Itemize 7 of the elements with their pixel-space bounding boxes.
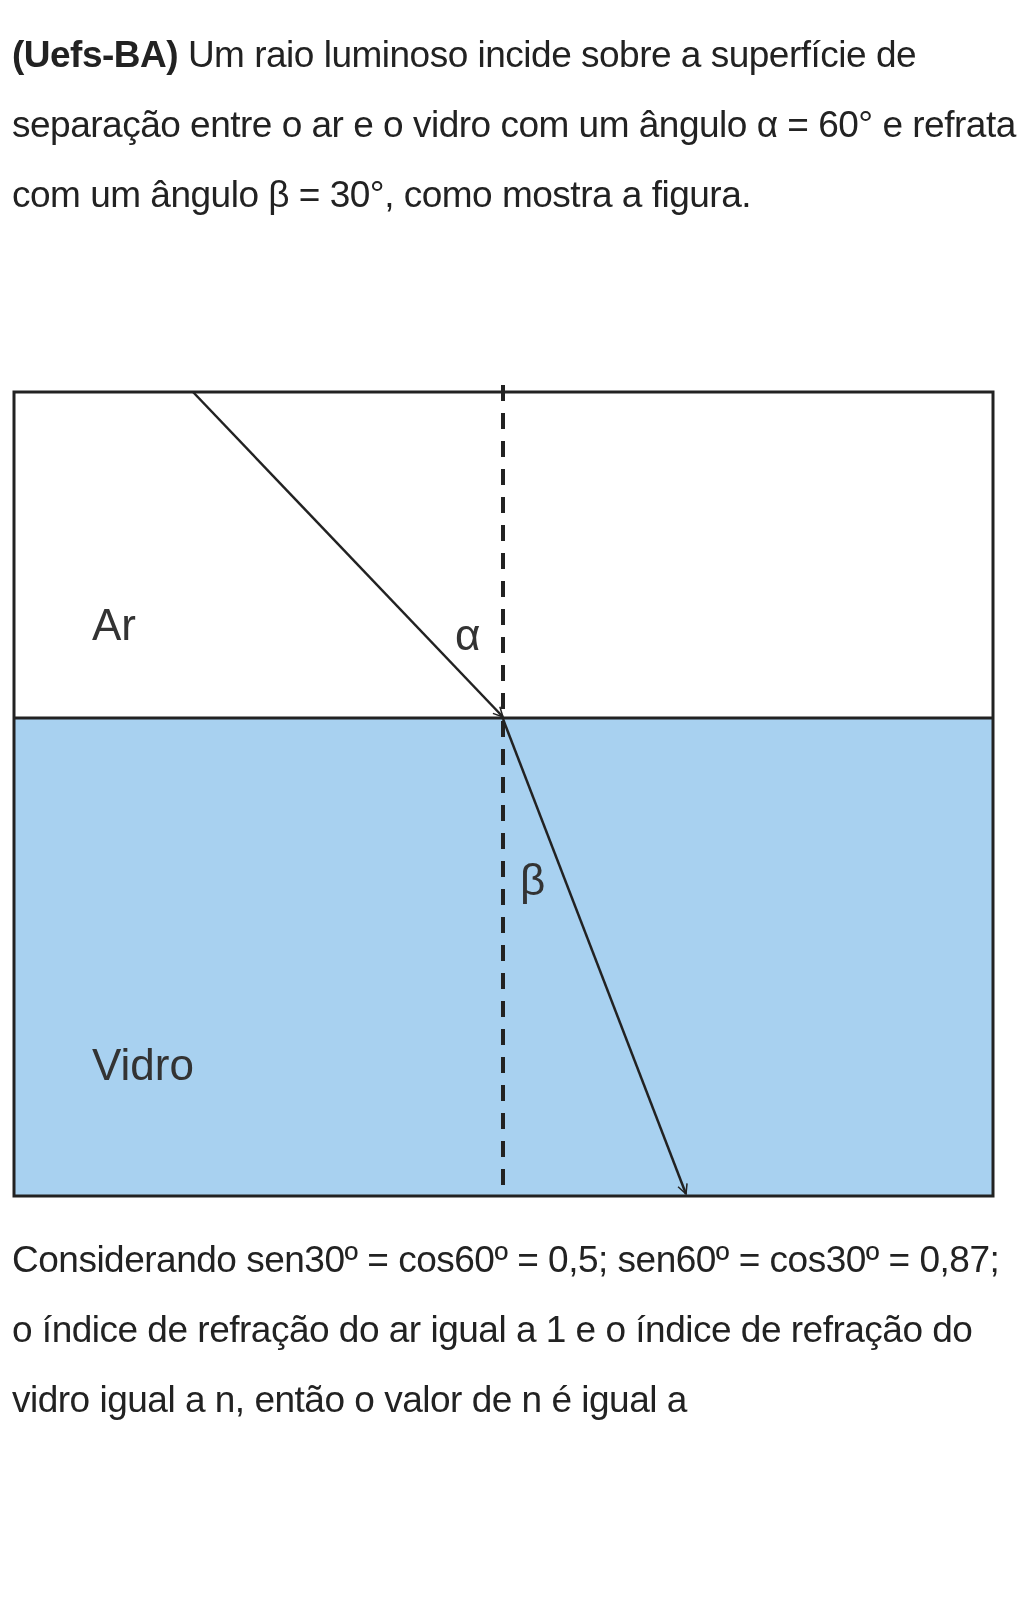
angle-label: β xyxy=(520,855,546,905)
question-text: (Uefs-BA) Um raio luminoso incide sobre a superfície de separação entre o ar e o vidro com um ângulo α = 60° e refrata com um ângulo β = 30°, como mostra a figura. xyxy=(12,33,1017,217)
question-text: Considerando sen30º = cos60º = 0,5; sen60º = cos30º = 0,87; o índice de refração do ar igual a 1 e o índice de refração do vidro igual a n, então o valor de n é igual a xyxy=(12,1238,1001,1422)
region-label: Ar xyxy=(92,600,136,650)
region-label: Vidro xyxy=(92,1040,194,1090)
angle-label: α xyxy=(455,610,481,660)
glass-region xyxy=(14,718,993,1196)
